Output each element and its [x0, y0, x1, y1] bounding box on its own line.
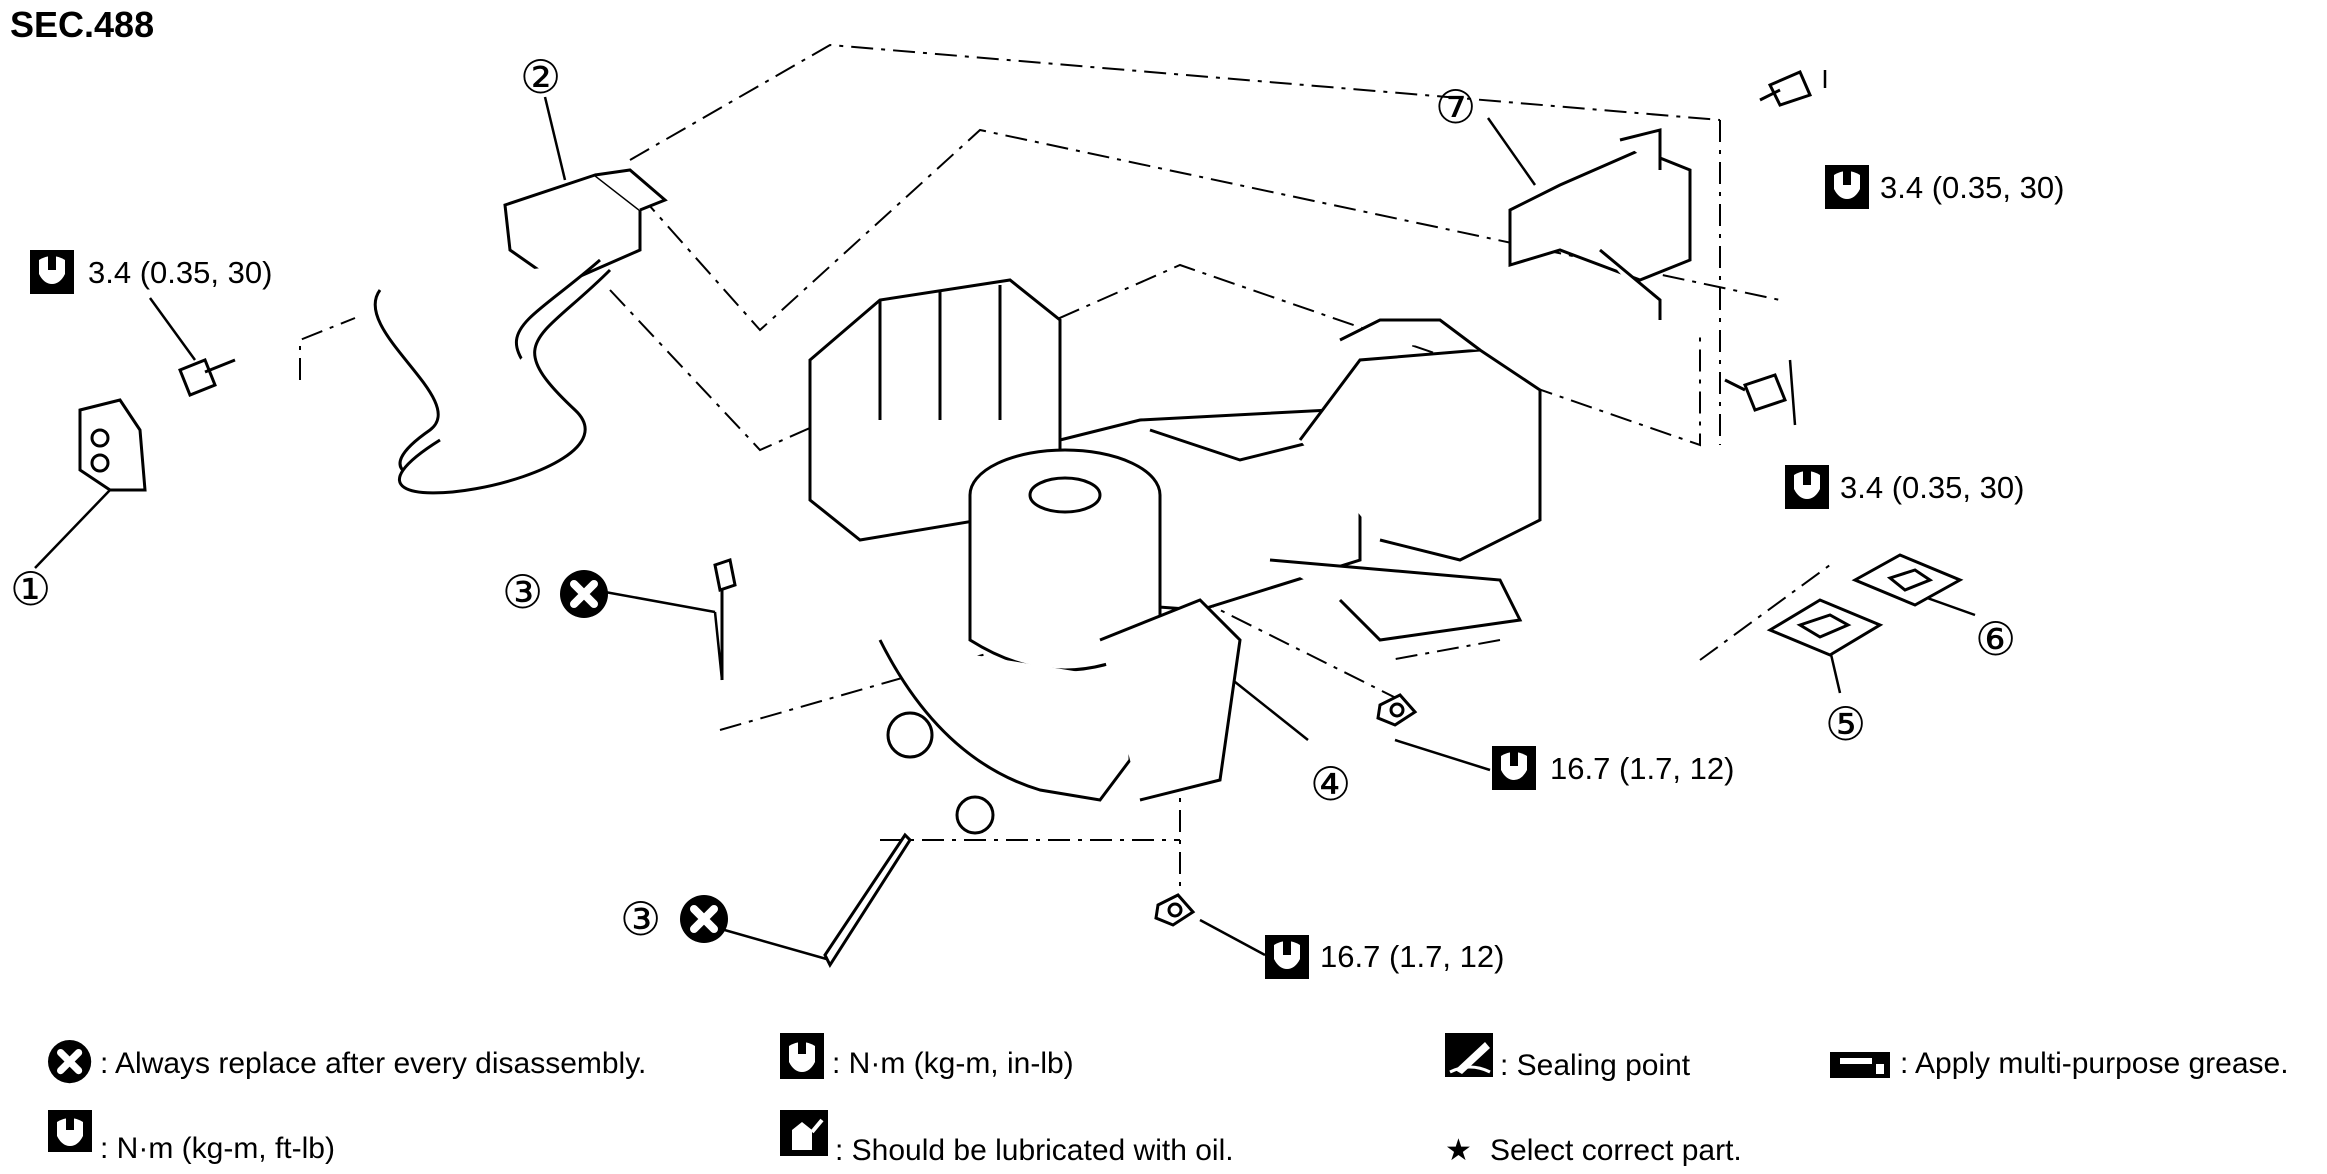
- torque-nut-right: 16.7 (1.7, 12): [1550, 751, 1734, 786]
- wrench-torque-icon: [48, 1110, 92, 1152]
- callout-5: ⑤: [1825, 697, 1866, 751]
- sealing-icon: [1445, 1033, 1493, 1077]
- callout-4: ④: [1310, 757, 1351, 811]
- torque-bolt-mid-right: 3.4 (0.35, 30): [1840, 470, 2024, 505]
- wrench-torque-icon: [1492, 746, 1536, 790]
- legend-lubricate: : Should be lubricated with oil.: [835, 1134, 1234, 1167]
- part-7-bracket: [1508, 128, 1692, 320]
- legend-torque-ftlb: : N·m (kg-m, ft-lb): [100, 1132, 335, 1165]
- wrench-torque-icon: [780, 1033, 824, 1079]
- part-1-clip: [78, 398, 147, 492]
- part-5-6-clips: [1766, 553, 1964, 657]
- callout-2: ②: [520, 50, 561, 104]
- callout-7: ⑦: [1435, 80, 1476, 134]
- part-2-connector: [373, 168, 668, 495]
- part-3-ties: [713, 558, 912, 969]
- torque-bolt-top-right: 3.4 (0.35, 30): [1880, 170, 2064, 205]
- wrench-torque-icon: [1785, 465, 1829, 509]
- section-number: SEC.488: [10, 4, 155, 45]
- bolts: [178, 70, 1813, 412]
- legend: : Always replace after every disassembly…: [48, 1033, 2289, 1167]
- callout-3-upper: ③: [502, 565, 543, 619]
- grease-icon: [1830, 1052, 1890, 1078]
- wrench-torque-icon: [1825, 165, 1869, 209]
- callout-1: ①: [10, 562, 51, 616]
- nuts: [1154, 693, 1418, 927]
- legend-sealing: : Sealing point: [1500, 1049, 1691, 1082]
- legend-select-part: Select correct part.: [1490, 1134, 1742, 1167]
- x-circle-icon: [680, 895, 728, 943]
- wrench-torque-icon: [1265, 935, 1309, 979]
- callout-3-lower: ③: [620, 892, 661, 946]
- legend-grease: : Apply multi-purpose grease.: [1900, 1047, 2289, 1080]
- legend-torque-inlb: : N·m (kg-m, in-lb): [832, 1047, 1074, 1080]
- star-icon: ★: [1445, 1134, 1472, 1167]
- x-circle-icon: [48, 1040, 91, 1083]
- assembly-lines: [299, 43, 1831, 890]
- legend-replace: : Always replace after every disassembly…: [100, 1047, 646, 1080]
- callout-6: ⑥: [1975, 612, 2016, 666]
- x-circle-icon: [560, 570, 608, 618]
- oil-can-icon: [780, 1110, 828, 1156]
- callout-numbers: ② ⑦ ① ③ ④ ⑤ ⑥ ③: [10, 50, 2016, 946]
- wrench-torque-icon: [30, 250, 74, 294]
- torque-bolt-left: 3.4 (0.35, 30): [88, 255, 272, 290]
- steering-column-assembly: [808, 278, 1542, 835]
- torque-nut-bottom: 16.7 (1.7, 12): [1320, 939, 1504, 974]
